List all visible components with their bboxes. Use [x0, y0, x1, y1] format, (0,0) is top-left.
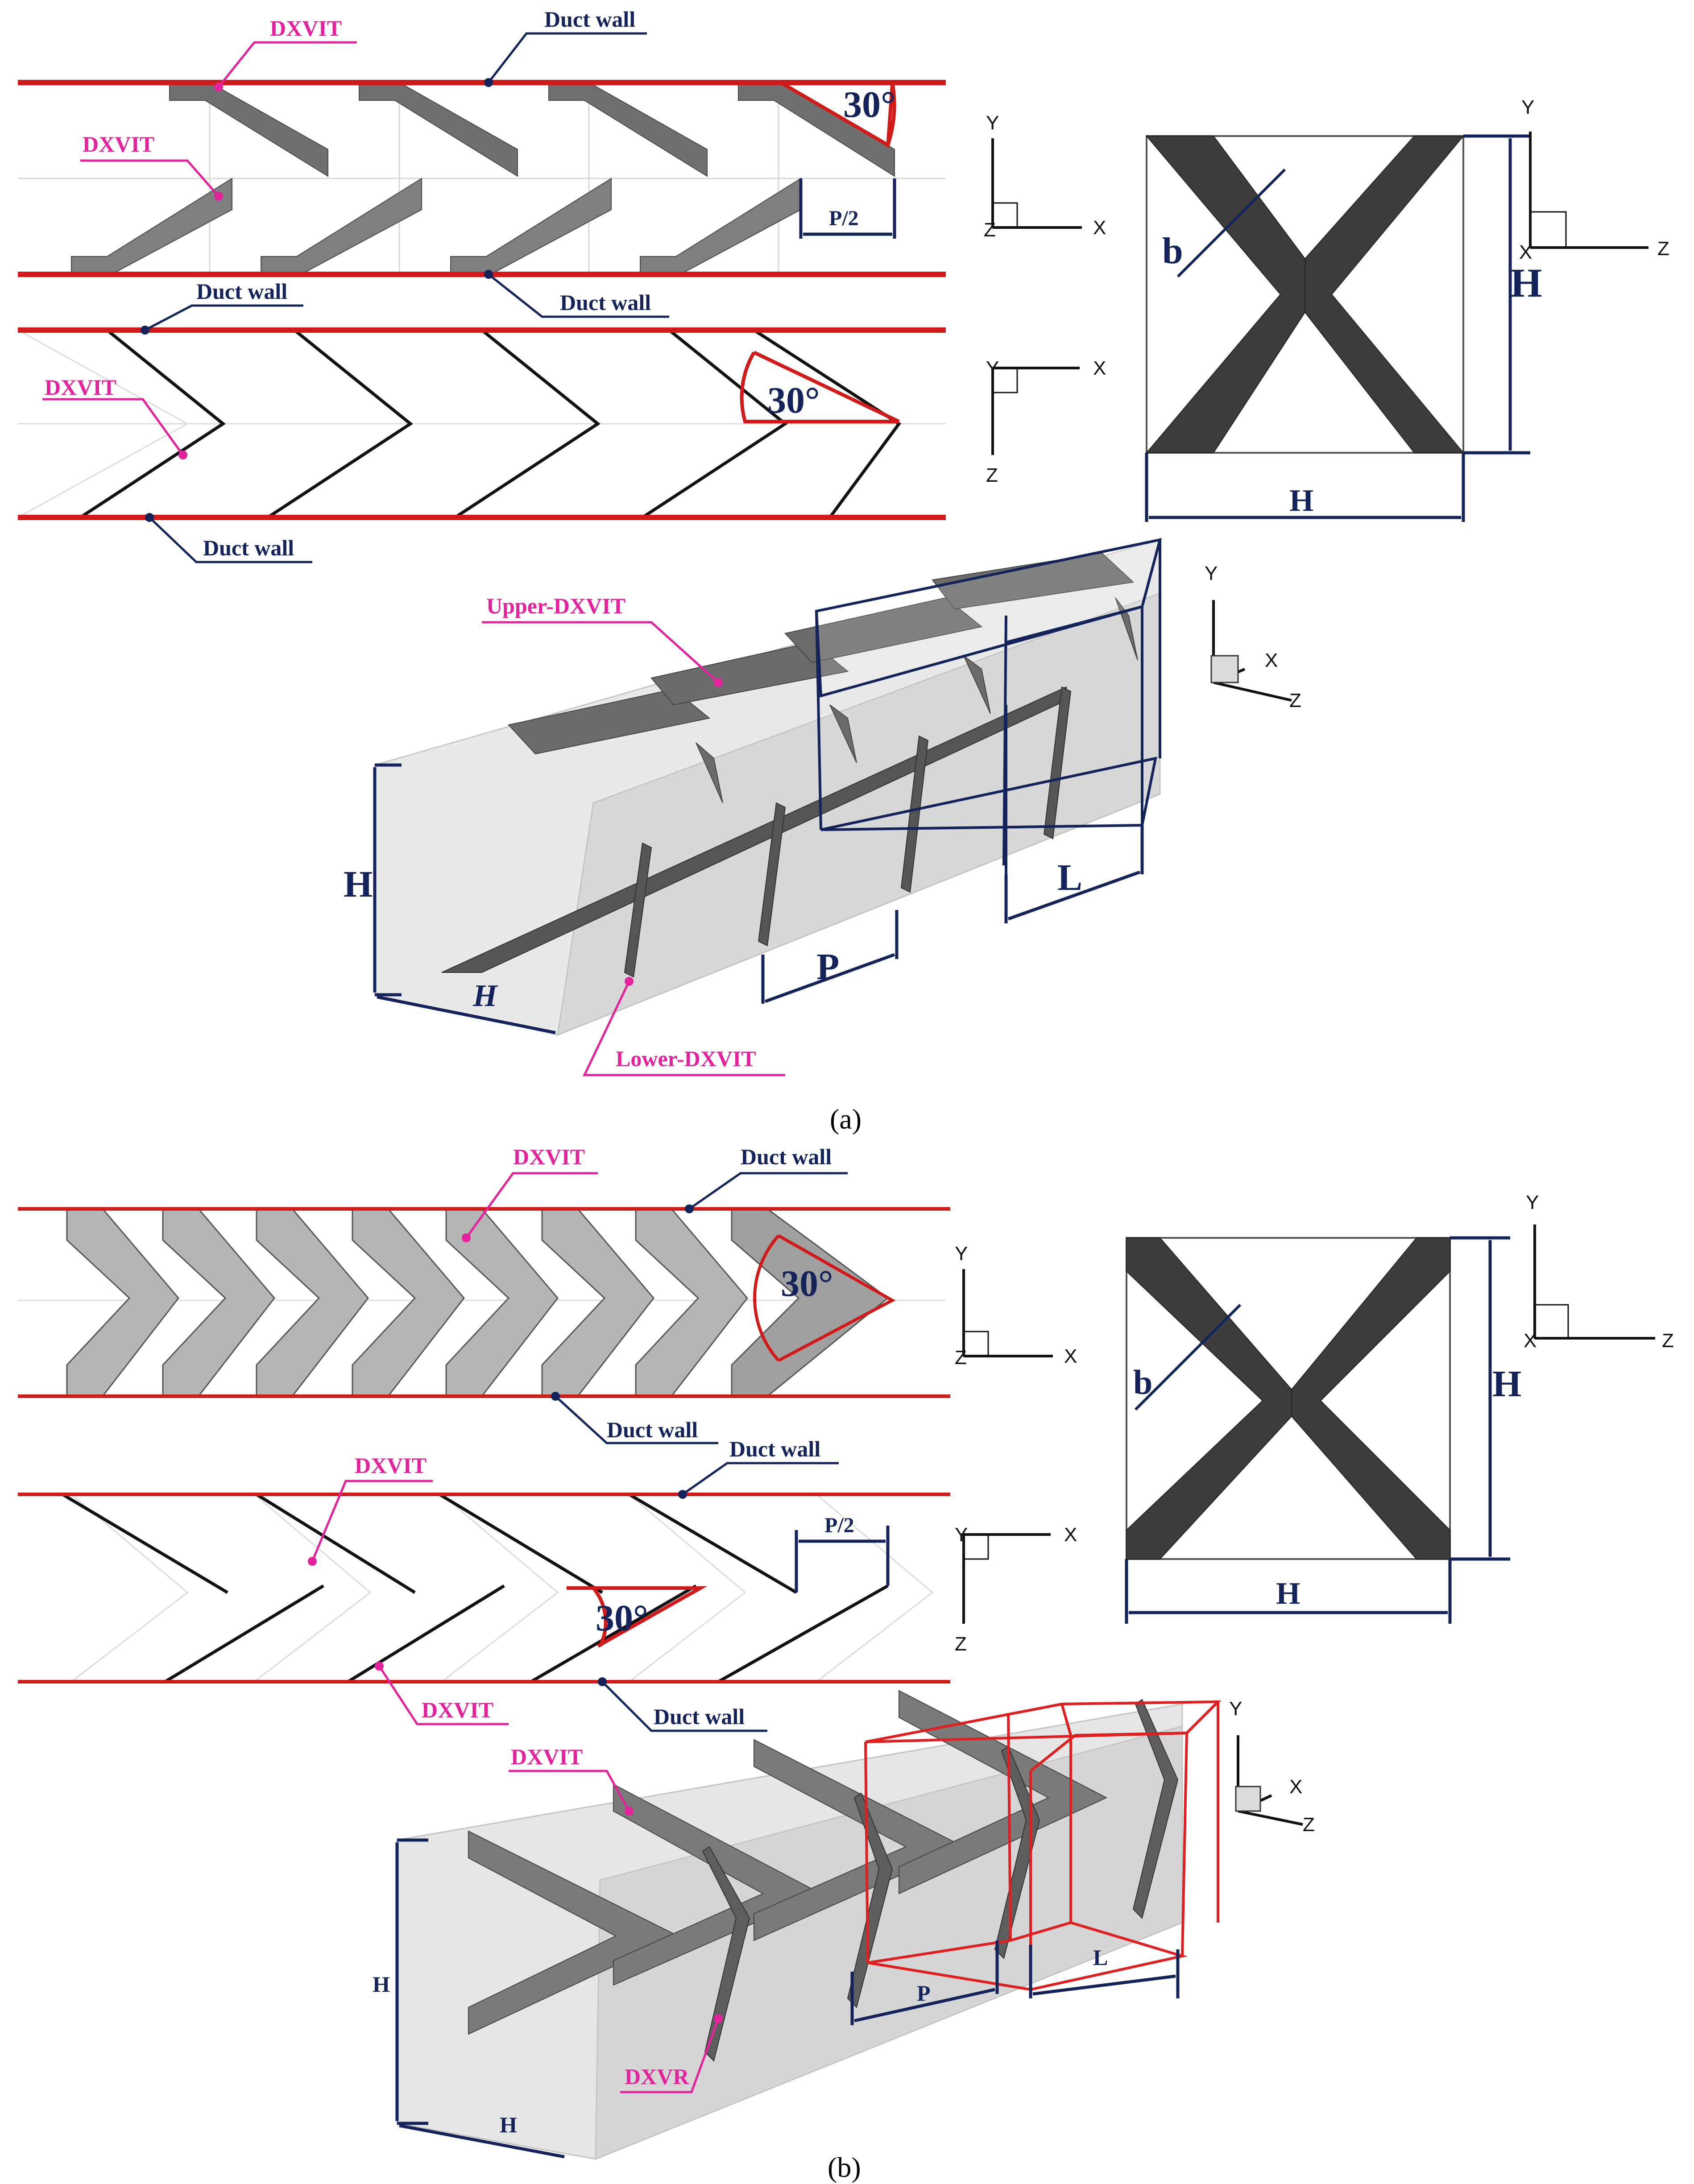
b-iso-axis-y: Y [1229, 1698, 1242, 1720]
b-iso-p-label: P [917, 1981, 931, 2006]
a-front-axis-x: X [1519, 241, 1532, 263]
b-side-duct-wall-1: Duct wall [729, 1436, 820, 1461]
a-top-view: 30° P/2 DXVIT DXVIT Duct wall Duct wall [18, 7, 1106, 318]
b-top-dxvit-label: DXVIT [513, 1144, 585, 1169]
b-iso-l-label: L [1093, 1945, 1108, 1970]
b-top-axis-x: X [1064, 1345, 1077, 1367]
b-top-axis-z: Z [955, 1347, 967, 1369]
b-iso-h-bottom: H [500, 2112, 517, 2137]
b-top-duct-wall-2: Duct wall [607, 1417, 698, 1442]
b-front-h-vertical: H [1492, 1363, 1521, 1405]
b-iso-lower-chevrons [702, 1699, 1179, 2062]
a-top-dxvit-label-2: DXVIT [83, 132, 154, 157]
a-iso-axis-x: X [1265, 649, 1278, 671]
a-top-pitch-dim [799, 178, 896, 239]
b-side-axis-x: X [1064, 1524, 1077, 1546]
a-side-view: 30° DXVIT Duct wall Duct wall Y X Z [17, 279, 1106, 563]
a-top-duct-wall-2: Duct wall [560, 290, 651, 315]
a-front-x-baffle [1145, 136, 1465, 453]
b-iso-h-vertical: H [373, 1972, 390, 1997]
b-front-axis-y: Y [1526, 1191, 1539, 1213]
a-top-pitch-label: P/2 [829, 207, 859, 230]
b-side-duct-wall-2: Duct wall [654, 1704, 745, 1729]
b-side-dxvit-label-1: DXVIT [355, 1453, 427, 1478]
a-iso-upper-label: Upper-DXVIT [486, 593, 625, 618]
a-front-axis-z: Z [1657, 238, 1669, 260]
b-side-axis-y: Y [955, 1524, 968, 1546]
b-front-view: b H H Y X Z [1125, 1191, 1674, 1624]
b-iso-axis-z: Z [1303, 1814, 1315, 1836]
a-iso-view: H H P L Upper-DXVIT Lower-DXVIT Y X Z [344, 538, 1301, 1076]
b-side-pitch-label: P/2 [824, 1514, 854, 1537]
a-top-axis-x: X [1093, 217, 1106, 239]
a-top-duct-wall-1: Duct wall [544, 7, 635, 32]
b-side-baffles [62, 1493, 889, 1684]
a-front-h-horizontal: H [1289, 484, 1313, 518]
caption-b: (b) [828, 2151, 861, 2183]
b-top-baffles [66, 1208, 889, 1397]
a-iso-axis-z: Z [1289, 690, 1301, 711]
b-top-duct-wall-1: Duct wall [741, 1144, 832, 1169]
a-top-axis-y: Y [986, 112, 999, 134]
a-iso-axis-y: Y [1205, 563, 1218, 584]
a-iso-p-label: P [816, 946, 839, 988]
b-iso-axis-x: X [1289, 1776, 1302, 1798]
b-side-axis-z: Z [955, 1633, 967, 1655]
a-side-angle-label: 30° [767, 380, 820, 421]
b-front-b-label: b [1133, 1363, 1152, 1402]
b-side-angle-label: 30° [596, 1597, 648, 1639]
a-side-duct-wall-2: Duct wall [203, 535, 294, 560]
a-side-duct-wall-1: Duct wall [196, 279, 287, 304]
b-front-h-horizontal: H [1276, 1576, 1300, 1611]
b-front-axis-x: X [1524, 1330, 1537, 1352]
b-iso-view: H H P L DXVIT DXVR Y X Z [373, 1690, 1315, 2160]
a-front-axis-y: Y [1521, 96, 1534, 118]
a-iso-h-vertical: H [344, 864, 373, 905]
b-top-axis-y: Y [955, 1243, 968, 1265]
a-top-axis-z: Z [984, 219, 996, 241]
a-iso-lower-label: Lower-DXVIT [616, 1046, 756, 1071]
a-side-axis-z: Z [986, 464, 998, 486]
a-front-view: b H H Y X Z [1145, 96, 1669, 522]
a-side-axis-y: Y [986, 357, 999, 379]
b-front-x-baffle [1126, 1237, 1450, 1559]
b-iso-unit-box [864, 1700, 1222, 1991]
a-top-axes [991, 138, 1082, 229]
b-iso-upper-chevrons [468, 1690, 1108, 2035]
b-top-angle-label: 30° [781, 1263, 833, 1304]
a-iso-l-label: L [1057, 857, 1082, 898]
a-side-dxvit-label: DXVIT [45, 375, 116, 400]
a-side-axis-x: X [1093, 357, 1106, 379]
b-iso-dxvit-label: DXVIT [511, 1744, 583, 1769]
a-top-angle-label: 30° [843, 84, 896, 125]
b-front-axis-z: Z [1662, 1330, 1674, 1352]
b-iso-dxvr-label: DXVR [625, 2064, 689, 2089]
a-side-baffles [79, 329, 902, 519]
a-front-h-vertical: H [1510, 260, 1542, 306]
a-front-b-label: b [1162, 230, 1183, 272]
a-iso-lower-baffles [441, 686, 1072, 978]
b-side-dxvit-label-2: DXVIT [422, 1697, 493, 1722]
a-iso-h-bottom: H [472, 979, 498, 1013]
b-top-view: 30° DXVIT Duct wall Duct wall Y X Z [18, 1144, 1077, 1444]
a-top-dxvit-label-1: DXVIT [270, 16, 342, 41]
a-iso-upper-baffles [508, 552, 1138, 803]
b-side-view: 30° P/2 DXVIT DXVIT Duct wall Duct wall … [18, 1436, 1077, 1732]
caption-a: (a) [830, 1103, 861, 1135]
